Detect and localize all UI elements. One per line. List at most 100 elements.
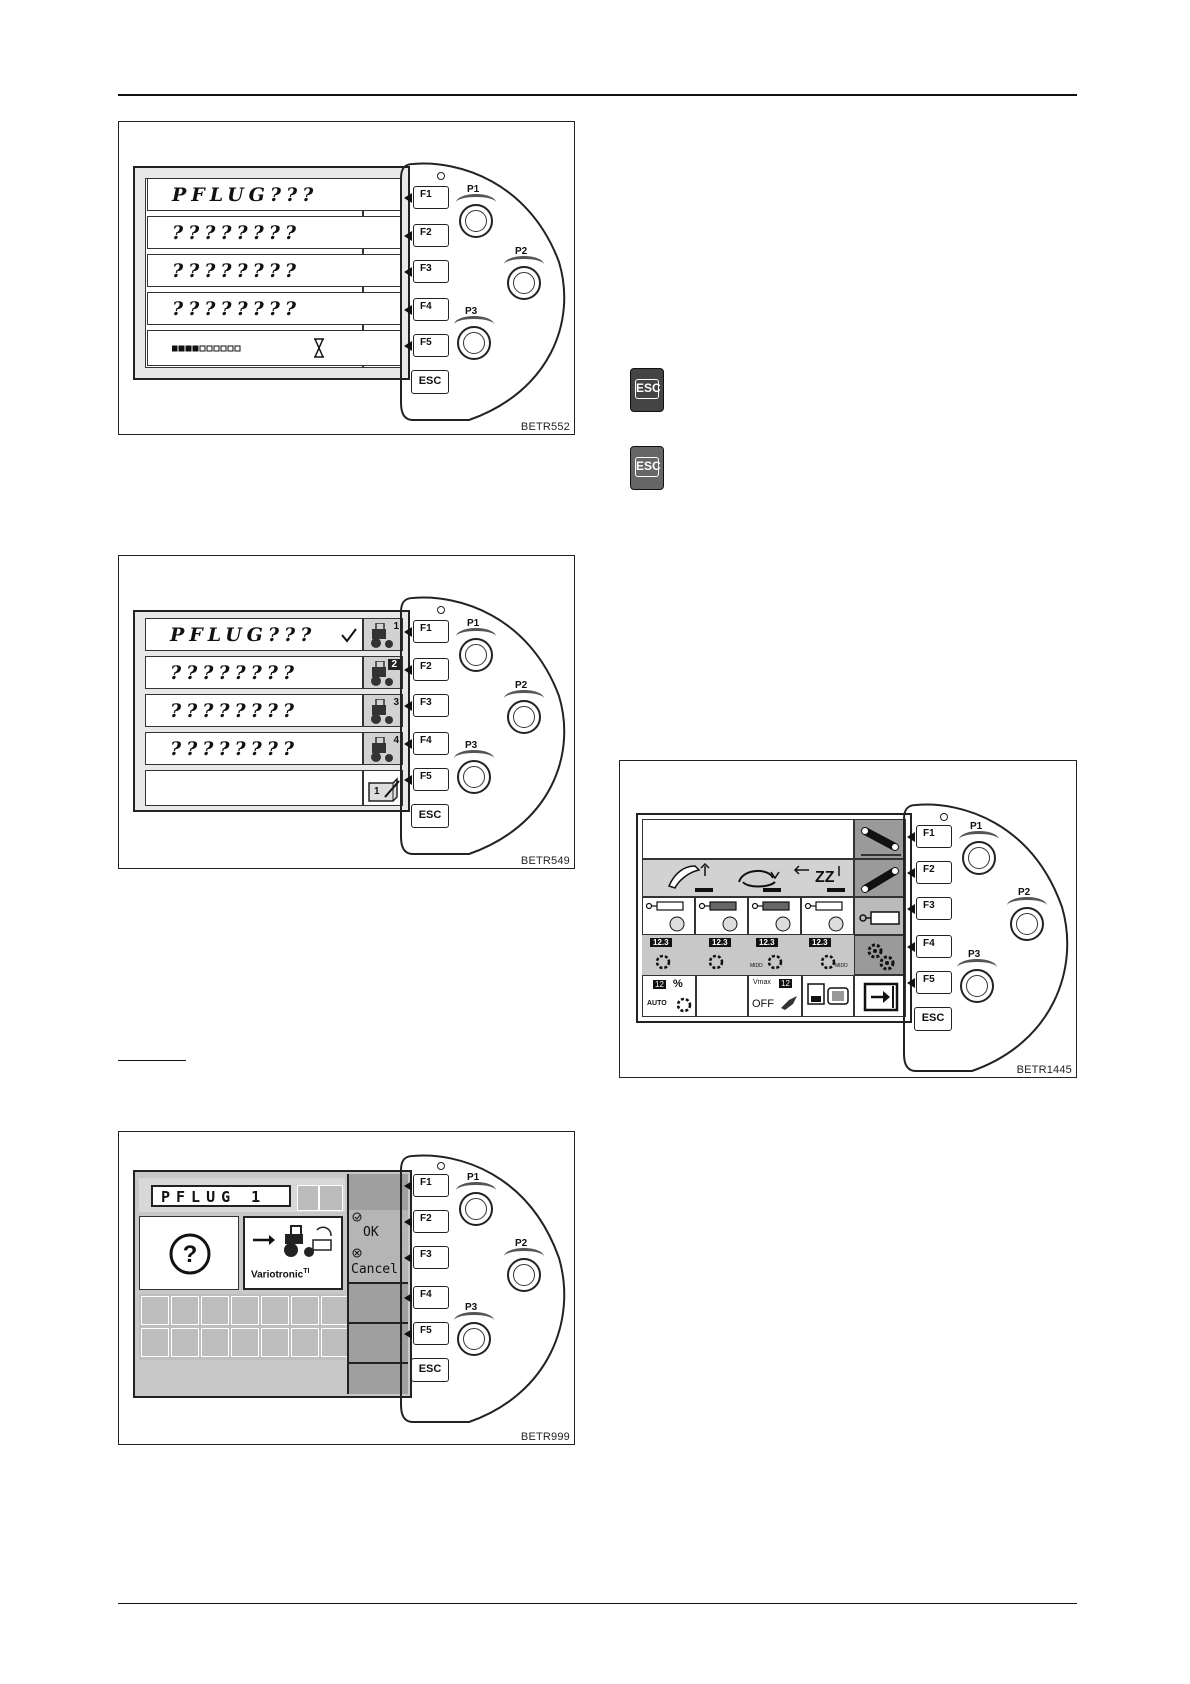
- tractor-slot-1[interactable]: 1: [363, 618, 403, 651]
- f5-key[interactable]: F5: [404, 1322, 449, 1345]
- store-memory-icon: [368, 777, 400, 802]
- p3-label: P3: [465, 306, 478, 317]
- progress-segment-empty: [206, 345, 213, 352]
- vmax-value: 12: [779, 979, 792, 988]
- knob-arc: [959, 831, 999, 848]
- status-led: [437, 172, 445, 180]
- store-slot[interactable]: 1: [363, 770, 403, 806]
- knob-arc: [456, 194, 496, 211]
- grid-cell: [141, 1328, 169, 1357]
- progress-segment-empty: [227, 345, 234, 352]
- f2-key[interactable]: F2: [404, 224, 449, 247]
- gear-wrap: [654, 953, 672, 976]
- percent-sign: %: [673, 978, 683, 990]
- empty-row: [145, 770, 363, 806]
- variotronic-box: VariotronicTI: [243, 1216, 343, 1290]
- knob-arc: [504, 1248, 544, 1265]
- f2-key[interactable]: F2: [404, 658, 449, 681]
- cylinder-icon: [751, 901, 791, 932]
- f1-key[interactable]: F1: [404, 186, 449, 209]
- tractor-transfer-icon: [253, 1225, 332, 1257]
- f2-key[interactable]: F2: [907, 861, 952, 884]
- p1-label: P1: [970, 821, 983, 832]
- p2-label: P2: [515, 680, 528, 691]
- p3-label: P3: [465, 1302, 478, 1313]
- terminal-screen: PFLUG??? ???????? ???????? ???????? 1 2 …: [133, 610, 410, 812]
- knob-arc: [957, 959, 997, 976]
- esc-key-icon-1: ESC: [630, 368, 664, 412]
- grid-cell: [231, 1328, 259, 1357]
- f4-key[interactable]: F4: [404, 732, 449, 755]
- f1-key[interactable]: F1: [404, 1174, 449, 1197]
- esc-key[interactable]: ESC: [411, 370, 449, 394]
- progress-segment-empty: [199, 345, 206, 352]
- esc-key[interactable]: ESC: [411, 1358, 449, 1382]
- cylinder-softkey[interactable]: [854, 897, 906, 935]
- softkey-5[interactable]: [349, 1322, 408, 1364]
- auto-cell: 12 % AUTO: [642, 975, 696, 1017]
- status-field: [642, 819, 854, 859]
- knob-arc: [454, 316, 494, 333]
- f1-key[interactable]: F1: [907, 825, 952, 848]
- vmax-label: Vmax: [753, 979, 771, 986]
- slot-number: 3: [393, 697, 399, 708]
- ok-softkey[interactable]: OK: [349, 1210, 408, 1248]
- progress-segment-filled: [172, 345, 178, 352]
- cancel-softkey[interactable]: Cancel: [349, 1246, 408, 1284]
- f3-key[interactable]: F3: [404, 694, 449, 717]
- mid-label: MIDD: [835, 963, 848, 969]
- cancel-icon: [352, 1248, 362, 1258]
- value-cell: 12.3: [642, 935, 695, 975]
- tractor-slot-3[interactable]: 3: [363, 694, 403, 727]
- lift-arm-down-softkey[interactable]: [854, 859, 906, 897]
- memory-row-4: ????????: [145, 732, 363, 765]
- f4-key[interactable]: F4: [404, 298, 449, 321]
- tractor-slot-2[interactable]: 2: [363, 656, 403, 689]
- f5-key[interactable]: F5: [404, 768, 449, 791]
- memory-row-3: ????????: [147, 254, 401, 287]
- f3-key[interactable]: F3: [404, 260, 449, 283]
- f2-key[interactable]: F2: [404, 1210, 449, 1233]
- esc-icon-label: ESC: [635, 379, 661, 399]
- progress-segment-empty: [220, 345, 227, 352]
- value-cell: 12.3: [695, 935, 748, 975]
- esc-key[interactable]: ESC: [914, 1007, 952, 1031]
- exit-softkey[interactable]: [854, 975, 906, 1017]
- svg-text:?: ?: [183, 1241, 198, 1268]
- grid-cell: [201, 1328, 229, 1357]
- value-label: 12.3: [809, 938, 831, 947]
- f4-key[interactable]: F4: [404, 1286, 449, 1309]
- progress-row: [147, 330, 401, 366]
- lift-arm-up-softkey[interactable]: [854, 819, 906, 859]
- figure-code: BETR552: [520, 421, 570, 433]
- f5-key[interactable]: F5: [907, 971, 952, 994]
- esc-key[interactable]: ESC: [411, 804, 449, 828]
- ok-icon: [352, 1212, 362, 1222]
- progress-segment-filled: [185, 345, 192, 352]
- logo-sup: TI: [303, 1268, 310, 1275]
- progress-bar: [172, 345, 241, 352]
- tractor-icon: [371, 623, 393, 648]
- grid-cell: [321, 1328, 349, 1357]
- knob-arc: [454, 1312, 494, 1329]
- cylinder-cell: [642, 897, 695, 935]
- f3-key[interactable]: F3: [907, 897, 952, 920]
- f1-key[interactable]: F1: [404, 620, 449, 643]
- softkey-4[interactable]: [349, 1282, 408, 1324]
- plough-turn-icon: [738, 870, 781, 892]
- tractor-slot-4[interactable]: 4: [363, 732, 403, 765]
- f4-key[interactable]: F4: [907, 935, 952, 958]
- settings-softkey[interactable]: [854, 935, 906, 975]
- value-label: 12.3: [756, 938, 778, 947]
- status-led: [437, 606, 445, 614]
- f3-key[interactable]: F3: [404, 1246, 449, 1269]
- f5-key[interactable]: F5: [404, 334, 449, 357]
- tractor-icon: [371, 699, 393, 724]
- figure-betr999: PFLUG 1 ? VariotronicTI OK Cancel: [118, 1131, 575, 1445]
- grid-cell: [231, 1296, 259, 1325]
- grid-cell: [261, 1328, 289, 1357]
